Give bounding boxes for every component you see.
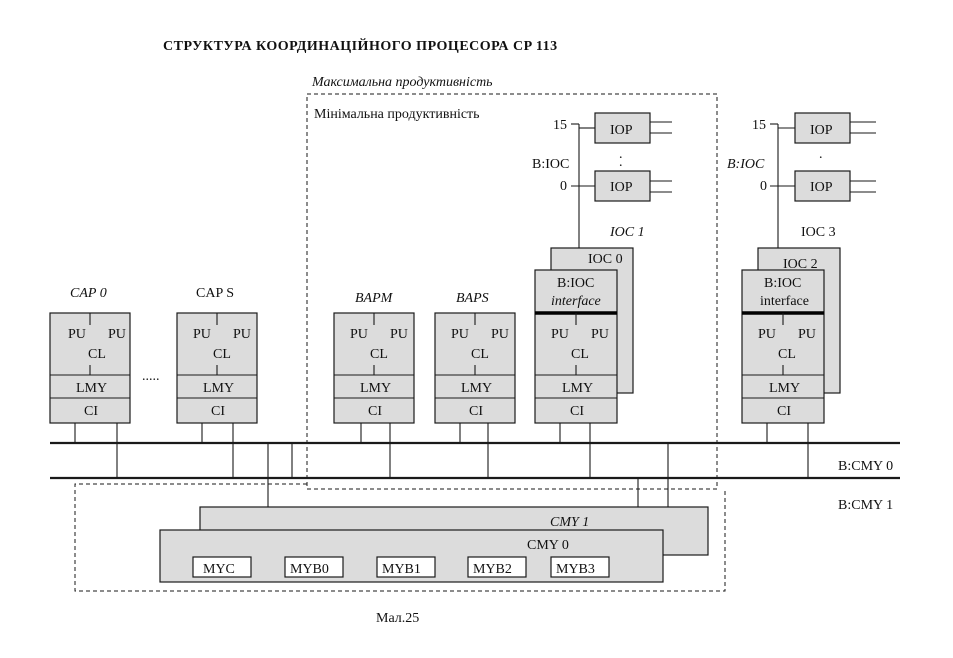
max-performance-region bbox=[306, 93, 718, 490]
module-cap0: CAP 0 PU PU CL LMY CI bbox=[49, 286, 131, 424]
iop-index-top: 15 bbox=[752, 118, 766, 133]
figure-caption: Мал.25 bbox=[376, 611, 419, 626]
bus-connections bbox=[74, 423, 809, 530]
ci-label: CI bbox=[211, 404, 225, 419]
interface-label: interface bbox=[551, 294, 601, 309]
pu-label: PU bbox=[798, 327, 816, 342]
pu-label: PU bbox=[68, 327, 86, 342]
cl-label: CL bbox=[571, 347, 589, 362]
ci-label: CI bbox=[570, 404, 584, 419]
lmy-label: LMY bbox=[360, 381, 391, 396]
iop-box bbox=[794, 112, 851, 144]
ci-label: CI bbox=[84, 404, 98, 419]
memory-unit-box bbox=[192, 556, 252, 578]
memory-unit-box bbox=[550, 556, 610, 578]
memory-unit-myc: MYC bbox=[203, 562, 235, 577]
module-caps: CAP S PU PU CL LMY CI bbox=[176, 286, 258, 424]
bioc-interface-label: B:IOC bbox=[764, 276, 801, 291]
ci-label: CI bbox=[469, 404, 483, 419]
bioc-bus-label: B:IOC bbox=[532, 157, 569, 172]
bioc-bus-label: B:IOC bbox=[727, 157, 765, 172]
pu-label: PU bbox=[758, 327, 776, 342]
memory-unit-box bbox=[376, 556, 436, 578]
iop-label: IOP bbox=[610, 123, 633, 138]
module-title-ioc1: IOC 1 bbox=[609, 225, 645, 240]
memory-unit-myb1: MYB1 bbox=[382, 562, 421, 577]
pu-label: PU bbox=[551, 327, 569, 342]
cl-label: CL bbox=[471, 347, 489, 362]
module-bapm: BAPM PU PU CL LMY CI bbox=[333, 291, 415, 424]
cl-label: CL bbox=[370, 347, 388, 362]
iop-box bbox=[594, 170, 651, 202]
ioc-back-label: IOC 0 bbox=[588, 252, 623, 267]
memory-cmy0-label: CMY 0 bbox=[527, 538, 569, 553]
module-title-caps: CAP S bbox=[196, 286, 234, 301]
memory-unit-myb0: MYB0 bbox=[290, 562, 329, 577]
lmy-label: LMY bbox=[769, 381, 800, 396]
ioc-group-1: 15 IOP . . B:IOC 0 IOP IOC 1 IOC 0 B:IOC… bbox=[532, 112, 672, 424]
memory-unit-myb2: MYB2 bbox=[473, 562, 512, 577]
memory-cmy1-label: CMY 1 bbox=[550, 515, 589, 530]
pu-label: PU bbox=[591, 327, 609, 342]
ioc-back-label: IOC 2 bbox=[783, 257, 818, 272]
module-title-cap0: CAP 0 bbox=[70, 286, 107, 301]
lmy-label: LMY bbox=[76, 381, 107, 396]
pu-label: PU bbox=[390, 327, 408, 342]
max-performance-label: Максимальна продуктивність bbox=[311, 75, 493, 90]
pu-label: PU bbox=[451, 327, 469, 342]
iop-index-bottom: 0 bbox=[560, 179, 567, 194]
pu-label: PU bbox=[350, 327, 368, 342]
ioc-group-2: 15 IOP . B:IOC 0 IOP IOC 3 IOC 2 B:IOC i… bbox=[727, 112, 876, 424]
module-title-ioc3: IOC 3 bbox=[801, 225, 836, 240]
lmy-label: LMY bbox=[461, 381, 492, 396]
iop-box bbox=[594, 112, 651, 144]
ci-label: CI bbox=[777, 404, 791, 419]
module-title-baps: BAPS bbox=[456, 291, 489, 306]
modules-ellipsis: ..... bbox=[142, 369, 160, 384]
memory-block: CMY 1 CMY 0 MYC MYB0 MYB1 MYB2 MYB3 bbox=[159, 506, 709, 583]
lmy-label: LMY bbox=[562, 381, 593, 396]
memory-unit-myb3: MYB3 bbox=[556, 562, 595, 577]
cl-label: CL bbox=[88, 347, 106, 362]
iop-dot: . bbox=[819, 147, 823, 162]
ci-label: CI bbox=[368, 404, 382, 419]
pu-label: PU bbox=[193, 327, 211, 342]
diagram-title: СТРУКТУРА КООРДИНАЦІЙНОГО ПРОЦЕСОРА CP 1… bbox=[163, 37, 558, 54]
iop-dot: . bbox=[619, 155, 623, 170]
memory-unit-box bbox=[467, 556, 527, 578]
min-performance-label: Мінімальна продуктивність bbox=[314, 107, 480, 122]
bioc-interface-label: B:IOC bbox=[557, 276, 594, 291]
module-title-bapm: BAPM bbox=[355, 291, 394, 306]
bus-cmy0-label: B:CMY 0 bbox=[838, 459, 893, 474]
pu-label: PU bbox=[491, 327, 509, 342]
memory-region bbox=[74, 483, 726, 592]
cl-label: CL bbox=[778, 347, 796, 362]
memory-unit-box bbox=[284, 556, 344, 578]
iop-label: IOP bbox=[610, 180, 633, 195]
bus-cmy1-label: B:CMY 1 bbox=[838, 498, 893, 513]
iop-index-bottom: 0 bbox=[760, 179, 767, 194]
iop-index-top: 15 bbox=[553, 118, 567, 133]
cl-label: CL bbox=[213, 347, 231, 362]
pu-label: PU bbox=[233, 327, 251, 342]
pu-label: PU bbox=[108, 327, 126, 342]
interface-label: interface bbox=[760, 294, 809, 309]
module-baps: BAPS PU PU CL LMY CI bbox=[434, 291, 516, 424]
iop-box bbox=[794, 170, 851, 202]
iop-label: IOP bbox=[810, 123, 833, 138]
lmy-label: LMY bbox=[203, 381, 234, 396]
iop-label: IOP bbox=[810, 180, 833, 195]
iop-dot: . bbox=[619, 147, 623, 162]
